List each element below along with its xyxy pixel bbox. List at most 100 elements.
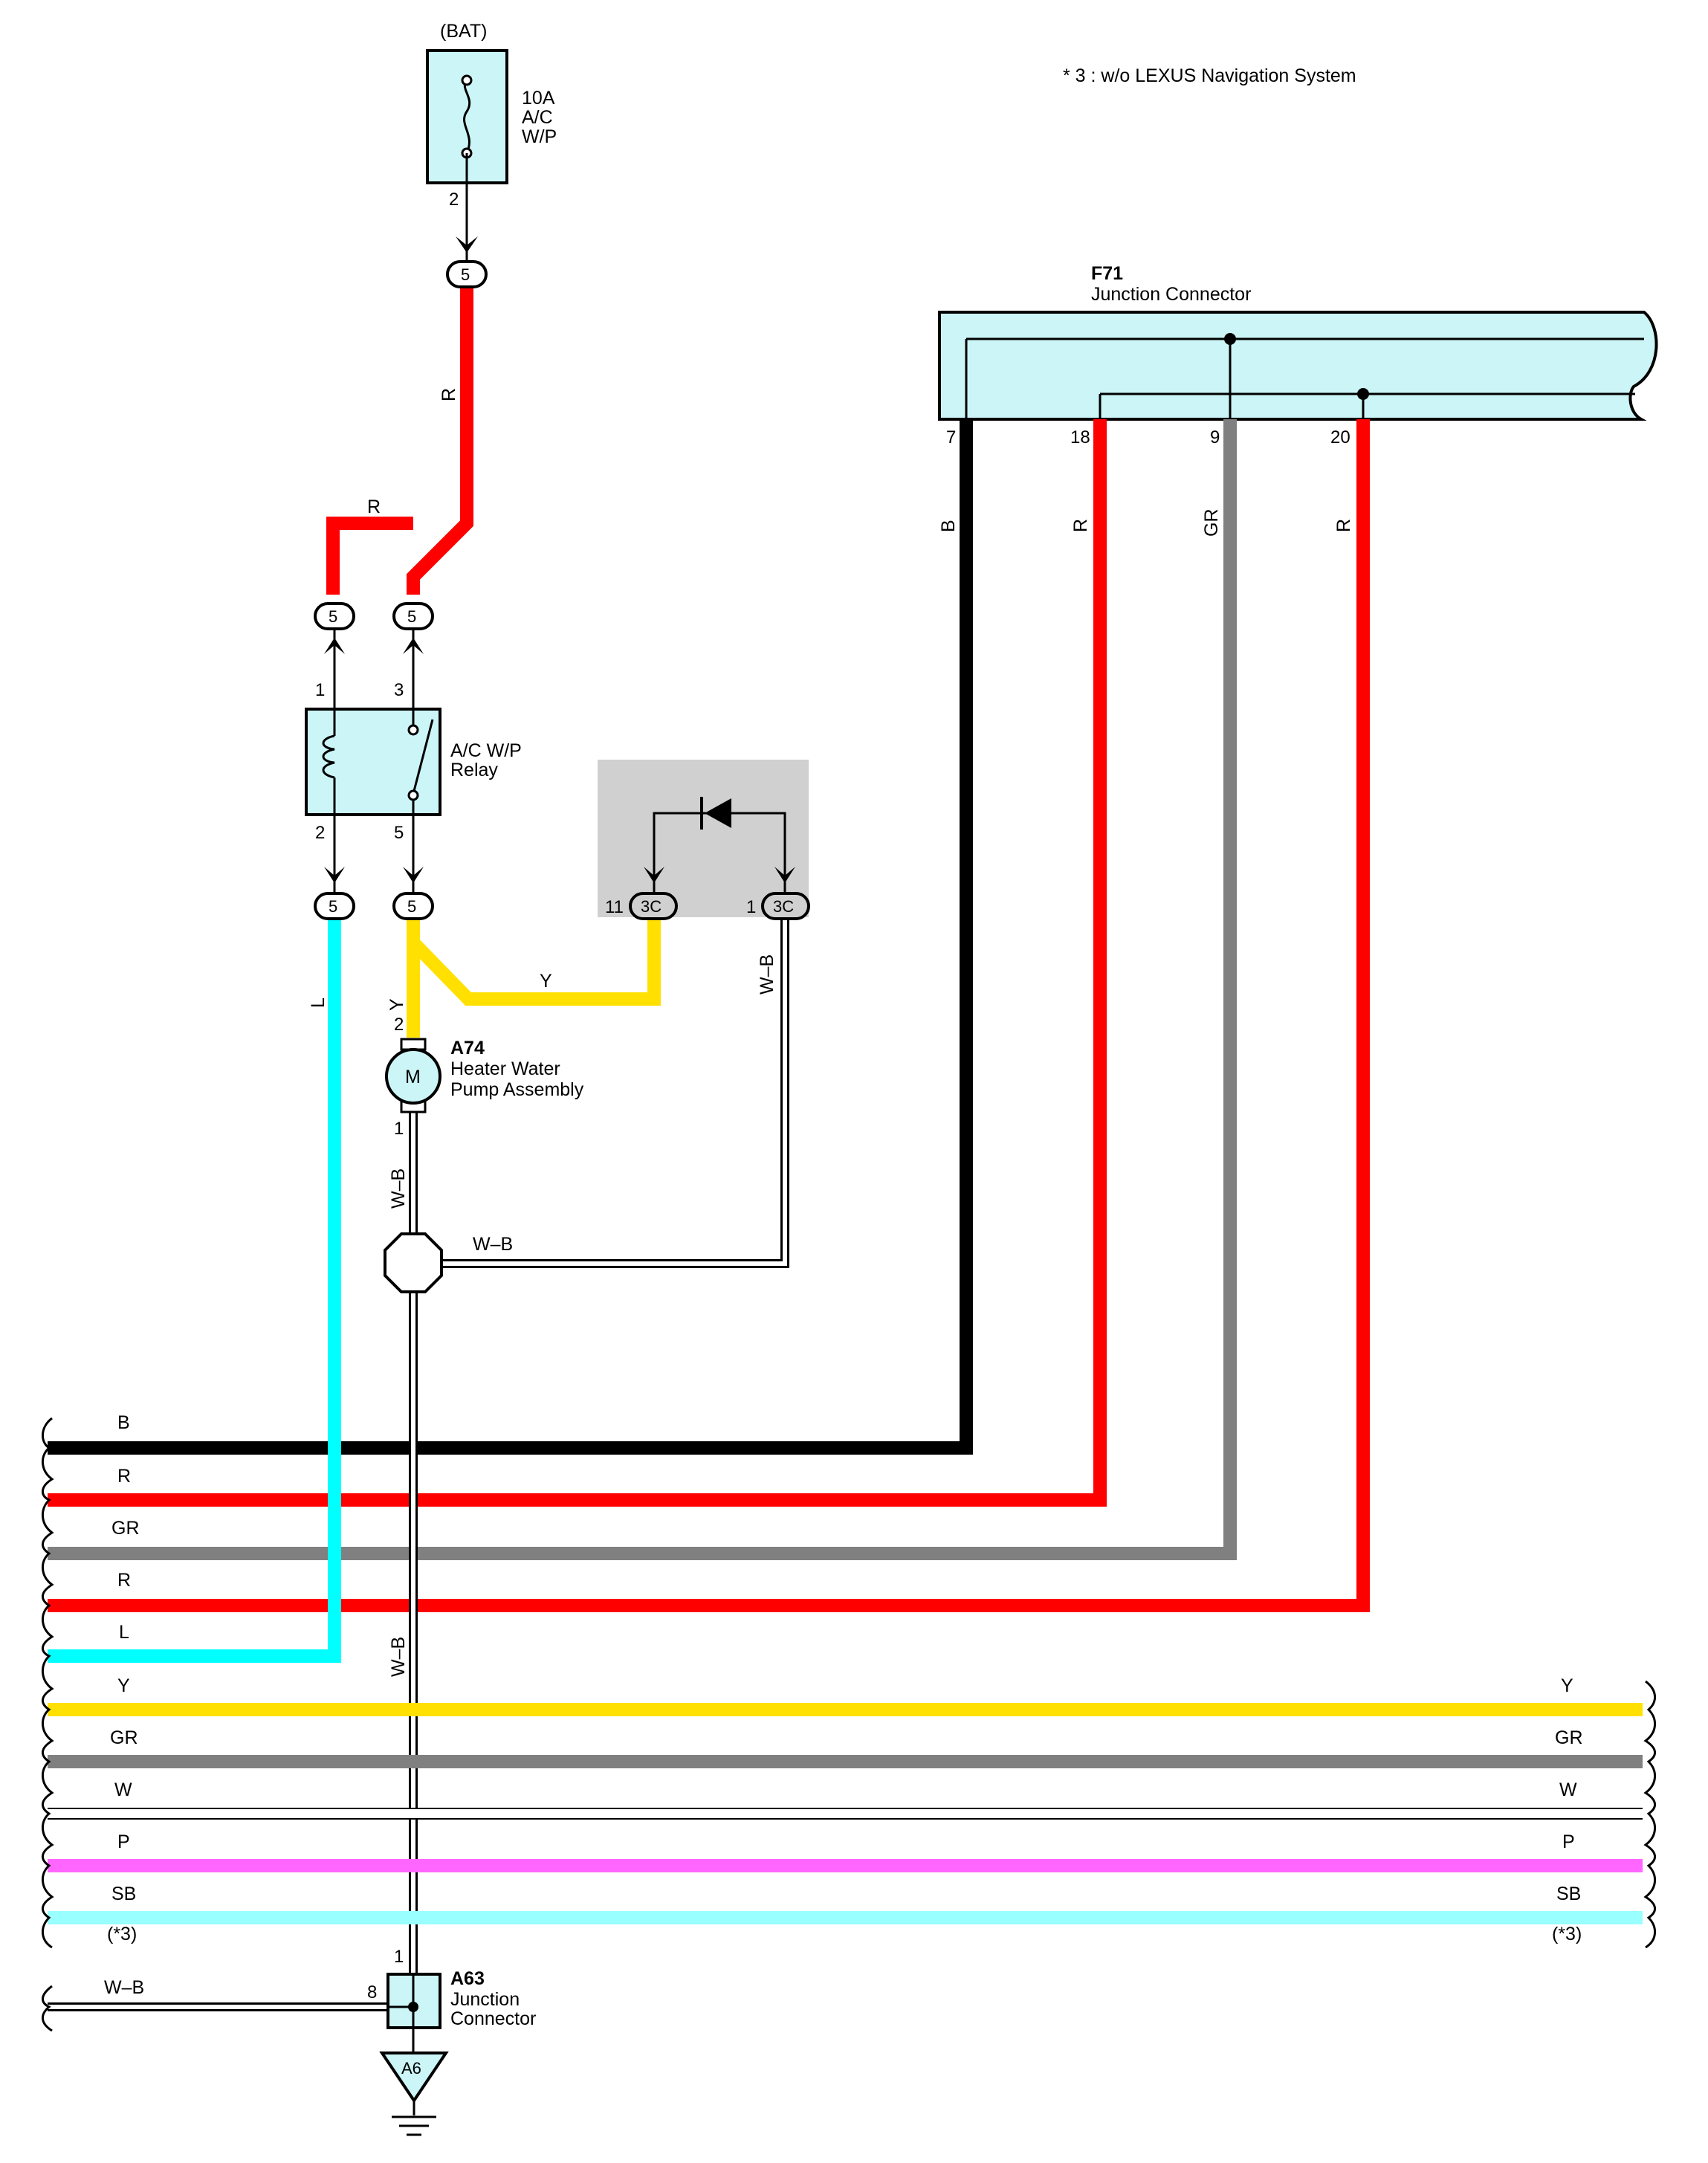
break-right-edge — [1643, 1680, 1656, 1949]
svg-text:3C: 3C — [641, 897, 661, 916]
motor-icon — [385, 1048, 441, 1105]
diode-pin-1: 1 — [746, 897, 756, 917]
wire-f71-7-black — [48, 419, 973, 1455]
bus-left-note: (*3) — [107, 1924, 137, 1944]
bus-right-label: Y — [1561, 1675, 1573, 1696]
bus-labels: B R GR R L Y GR W P SB (*3) Y GR W P SB … — [107, 1412, 1583, 1944]
arrow-down-chevron-icon — [644, 867, 664, 883]
bus-right-label: P — [1562, 1831, 1575, 1852]
wire-f71-18-red — [48, 419, 1107, 1507]
wire-label-diode-feed: Y — [540, 971, 552, 992]
wire-label-f71-9: GR — [1201, 509, 1222, 537]
bus-left-label: L — [119, 1622, 129, 1643]
pump-name-2: Pump Assembly — [450, 1079, 584, 1100]
bus-left-label: GR — [110, 1727, 138, 1748]
junction-f71: F71 Junction Connector 7 18 9 20 — [938, 263, 1658, 447]
arrow-up-chevron-icon — [324, 638, 345, 654]
relay-name-2: Relay — [450, 760, 498, 780]
pump-a74: M 2 1 A74 Heater Water Pump Assembly — [385, 1015, 584, 1139]
ground-a6: A6 — [379, 2052, 449, 2136]
a63-pin-1: 1 — [394, 1947, 404, 1967]
svg-text:5: 5 — [407, 897, 416, 916]
splice-point — [384, 1232, 443, 1293]
diode-module — [598, 760, 809, 917]
svg-text:5: 5 — [461, 265, 470, 284]
connector-5-top: 5 — [446, 260, 488, 288]
pump-pin-2: 2 — [394, 1015, 404, 1035]
diode-icon — [705, 798, 731, 828]
connector-3c-right: 3C — [761, 892, 810, 920]
wire-label-relay-bridge: R — [367, 497, 381, 517]
bus-right-label: GR — [1555, 1727, 1583, 1748]
arrow-down-chevron-icon — [774, 867, 795, 883]
pump-name-1: Heater Water — [450, 1058, 560, 1079]
bus-left-label: R — [117, 1466, 131, 1487]
break-left-edge-small — [42, 1985, 53, 2032]
diode-pin-11: 11 — [605, 897, 624, 917]
relay-pin-2: 2 — [315, 823, 325, 843]
relay-coil-icon — [322, 734, 335, 779]
bus-left-label: R — [117, 1570, 131, 1591]
a63-id: A63 — [450, 1968, 485, 1989]
bus-left-label: GR — [111, 1518, 140, 1539]
relay-pin-1: 1 — [315, 680, 325, 700]
ground-code: A6 — [401, 2059, 421, 2078]
wire-label-pump-ground: W–B — [388, 1168, 409, 1209]
wire-label-bat: R — [439, 388, 459, 401]
note-w-o-navigation: * 3 : w/o LEXUS Navigation System — [1063, 65, 1356, 86]
fuse-name-2: W/P — [522, 126, 557, 147]
break-left-edge — [42, 1417, 54, 1949]
connector-3c-left: 3C — [629, 892, 678, 920]
wire-label-coil-out: L — [308, 998, 329, 1008]
pump-id: A74 — [450, 1038, 485, 1058]
a63-name-2: Connector — [450, 2008, 536, 2029]
bus-left-label: SB — [111, 1884, 136, 1904]
connector-5-relay-coil-in: 5 — [314, 602, 355, 630]
arrow-chevron-icon — [456, 236, 478, 253]
fuse-name-1: A/C — [522, 107, 553, 128]
f71-pin-18: 18 — [1070, 427, 1090, 447]
bus-left-label: P — [117, 1831, 130, 1852]
wire-red-bat-feed — [326, 287, 473, 595]
f71-pin-9: 9 — [1210, 427, 1220, 447]
svg-text:3C: 3C — [773, 897, 794, 916]
fuse-10a-ac-wp: (BAT) 10A A/C W/P 2 — [426, 21, 557, 210]
svg-text:5: 5 — [329, 607, 337, 626]
arrow-up-chevron-icon — [403, 638, 424, 654]
wire-label-splice-link: W–B — [473, 1234, 513, 1255]
fuse-element-icon — [463, 80, 471, 154]
bus-left-label: Y — [117, 1675, 130, 1696]
relay-ac-wp: 1 3 2 5 A/C W/P Relay — [305, 629, 522, 893]
arrow-down-chevron-icon — [324, 867, 345, 883]
relay-pin-5: 5 — [394, 823, 404, 843]
a63-name-1: Junction — [450, 1989, 520, 2010]
relay-pin-3: 3 — [394, 680, 404, 700]
wire-label-f71-7: B — [938, 520, 959, 532]
motor-symbol: M — [405, 1067, 421, 1087]
wire-yellow-pump-feed — [407, 919, 661, 1038]
bus-right-note: (*3) — [1552, 1924, 1582, 1944]
bus-right-label: W — [1559, 1779, 1577, 1800]
svg-text:5: 5 — [329, 897, 337, 916]
relay-switch-icon — [412, 719, 434, 795]
bus-lines — [48, 1703, 1643, 1924]
wire-label-f71-20: R — [1333, 519, 1354, 532]
f71-pin-20: 20 — [1330, 427, 1350, 447]
f71-pin-7: 7 — [946, 427, 956, 447]
wire-f71-9-gray — [48, 419, 1237, 1560]
connector-5-relay-coil-out: 5 — [314, 892, 355, 920]
f71-name: Junction Connector — [1091, 284, 1251, 305]
a63-pin-8: 8 — [367, 1982, 377, 2002]
wire-label-diode-ground: W–B — [757, 954, 777, 995]
junction-a63: 1 8 A63 Junction Connector — [367, 1947, 536, 2053]
connector-5-relay-switch-in: 5 — [392, 602, 434, 630]
fuse-pin: 2 — [449, 190, 459, 210]
wire-label-ground-trunk: W–B — [388, 1637, 409, 1677]
svg-text:5: 5 — [407, 607, 416, 626]
bus-left-label: W — [114, 1779, 132, 1800]
bus-left-label: B — [117, 1412, 130, 1433]
arrow-down-chevron-icon — [403, 867, 424, 883]
connector-5-relay-switch-out: 5 — [392, 892, 434, 920]
fuse-rating: 10A — [522, 88, 555, 109]
